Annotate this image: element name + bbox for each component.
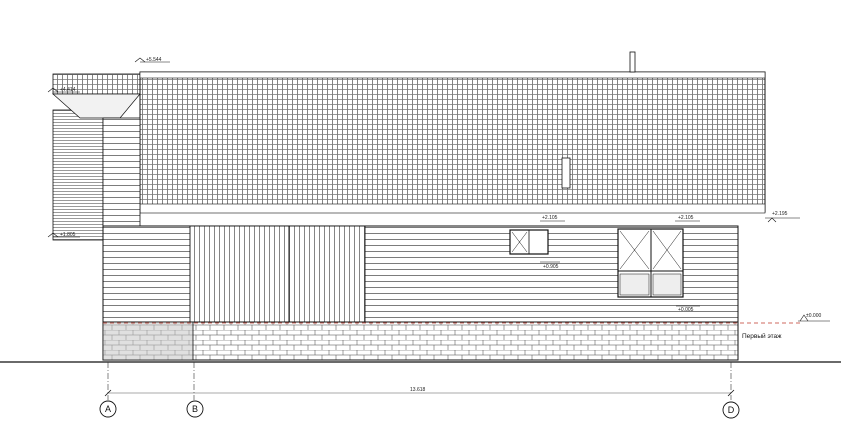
level-zero: ±0.000 [806,313,821,319]
level-annex-low: +1.805 [60,232,76,238]
main-roof [139,71,766,213]
level-eave-left: +4.414 [60,87,76,93]
level-window-large-top: +2.105 [678,215,694,221]
board-panel [189,225,366,323]
axis-label-d: D [728,405,735,415]
level-window-small-top: +2.105 [542,215,558,221]
axis-label-b: B [192,404,198,414]
large-window [617,228,684,298]
roof-vent [561,157,571,189]
plinth-brick-shaded [102,321,194,361]
small-window [509,229,549,255]
level-marks [47,57,830,322]
level-window-small-bottom: +0.905 [543,264,559,270]
annex-wall [52,109,104,241]
chimney-pipe [629,51,636,73]
level-window-large-bottom: +0.005 [678,307,694,313]
roof-eave-band [139,203,766,214]
roof-ridge-band [139,71,766,79]
dimension-value: 13.618 [410,387,426,393]
level-eave-right: +2.195 [772,211,788,217]
axis-bubble-d [722,401,740,419]
gable-siding [102,117,141,227]
level-ridge: +5.544 [146,57,162,63]
axis-bubble-b [186,400,204,418]
axis-bubble-a [99,400,117,418]
floor-label: Первый этаж [742,332,782,340]
axis-label-a: A [105,404,111,414]
plinth-brick [102,321,739,361]
